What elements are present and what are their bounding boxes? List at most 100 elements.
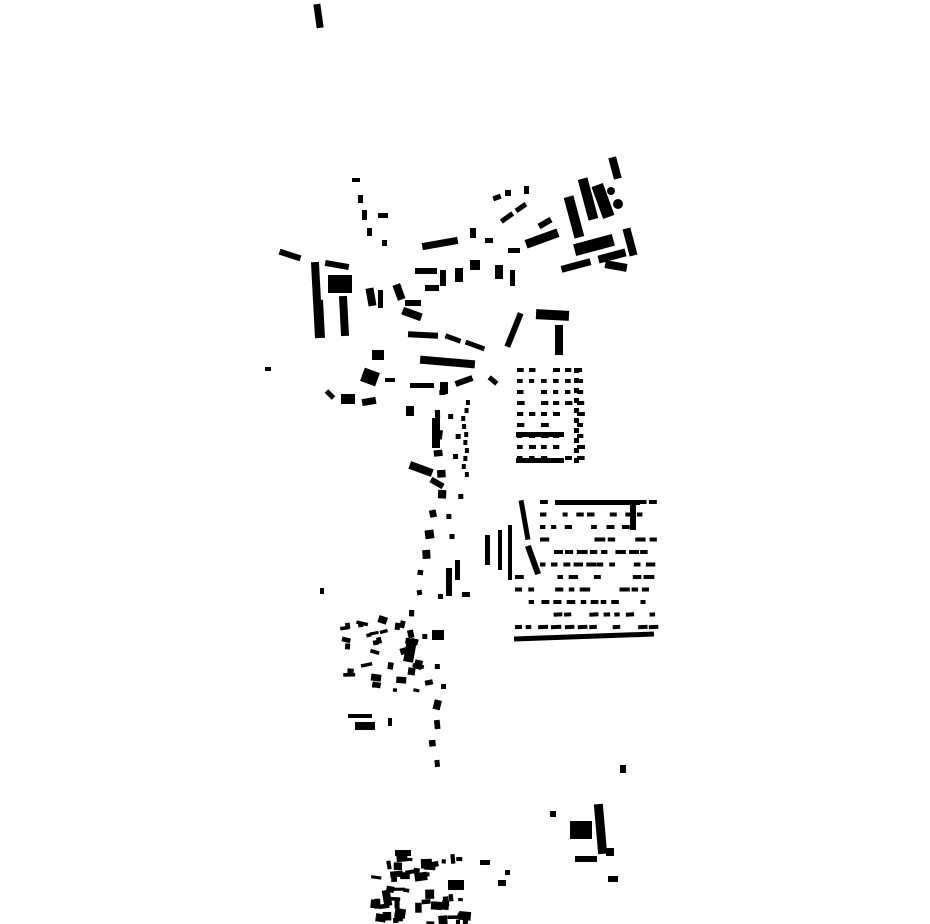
building: [432, 630, 444, 640]
building: [464, 472, 469, 477]
building: [574, 398, 579, 403]
building: [593, 803, 608, 855]
building: [465, 400, 470, 405]
building: [381, 889, 393, 907]
building: [590, 600, 599, 604]
building: [606, 525, 615, 529]
building: [360, 662, 373, 668]
building: [410, 383, 434, 388]
building: [356, 620, 369, 627]
building: [586, 512, 595, 517]
building: [516, 458, 564, 463]
building: [324, 259, 350, 271]
building: [586, 562, 597, 567]
building: [632, 575, 642, 579]
building: [553, 412, 560, 416]
building: [555, 500, 640, 505]
building: [391, 876, 397, 882]
building: [265, 367, 271, 371]
building: [391, 887, 405, 891]
building: [641, 587, 649, 592]
building: [310, 261, 322, 303]
building: [485, 535, 490, 565]
building: [640, 550, 648, 554]
building: [388, 718, 392, 726]
building: [433, 449, 443, 457]
building: [313, 3, 324, 29]
building: [577, 390, 584, 394]
building: [575, 856, 597, 862]
building: [625, 612, 635, 617]
building: [378, 290, 383, 308]
building: [399, 646, 410, 656]
building: [565, 368, 572, 372]
building: [576, 550, 588, 554]
building: [404, 857, 413, 862]
building: [379, 628, 389, 635]
building: [607, 187, 615, 195]
building: [601, 550, 608, 554]
building: [464, 432, 469, 437]
building: [529, 379, 535, 383]
building: [638, 624, 648, 630]
building: [609, 562, 616, 567]
building: [589, 624, 597, 630]
building: [417, 569, 424, 576]
building: [437, 489, 447, 499]
building: [608, 156, 622, 180]
building: [449, 534, 455, 539]
building: [600, 600, 607, 604]
building: [487, 375, 499, 386]
building: [574, 388, 579, 393]
building: [425, 285, 439, 291]
building: [525, 624, 532, 630]
building: [362, 210, 367, 220]
building: [415, 902, 422, 913]
building: [577, 401, 585, 405]
building: [574, 448, 579, 453]
building: [324, 389, 336, 400]
building: [394, 907, 407, 919]
building: [614, 612, 620, 617]
building: [563, 612, 572, 617]
building: [386, 860, 392, 870]
building: [408, 461, 434, 477]
building: [428, 509, 438, 518]
building: [541, 390, 547, 394]
building: [577, 423, 584, 427]
building: [553, 401, 560, 405]
building: [541, 379, 547, 383]
building: [470, 260, 480, 270]
building: [425, 889, 435, 899]
building: [341, 636, 351, 644]
building: [450, 854, 456, 864]
building: [424, 529, 435, 540]
building: [535, 309, 570, 321]
building: [565, 390, 571, 394]
building: [416, 589, 423, 596]
building: [424, 679, 434, 686]
building: [464, 448, 469, 453]
building: [440, 382, 448, 394]
building: [577, 379, 584, 383]
building: [352, 178, 360, 182]
building: [577, 434, 584, 438]
building: [463, 440, 468, 445]
building: [455, 268, 463, 282]
building: [444, 333, 462, 344]
building: [427, 860, 439, 869]
building: [517, 390, 524, 394]
building: [594, 537, 606, 542]
building: [568, 587, 575, 592]
building: [399, 620, 406, 629]
building: [574, 458, 579, 463]
building: [429, 476, 445, 490]
building: [579, 587, 591, 592]
building: [440, 270, 446, 286]
building: [553, 612, 563, 617]
building: [517, 379, 523, 383]
building: [498, 530, 502, 570]
building: [517, 401, 525, 405]
building: [382, 240, 387, 246]
